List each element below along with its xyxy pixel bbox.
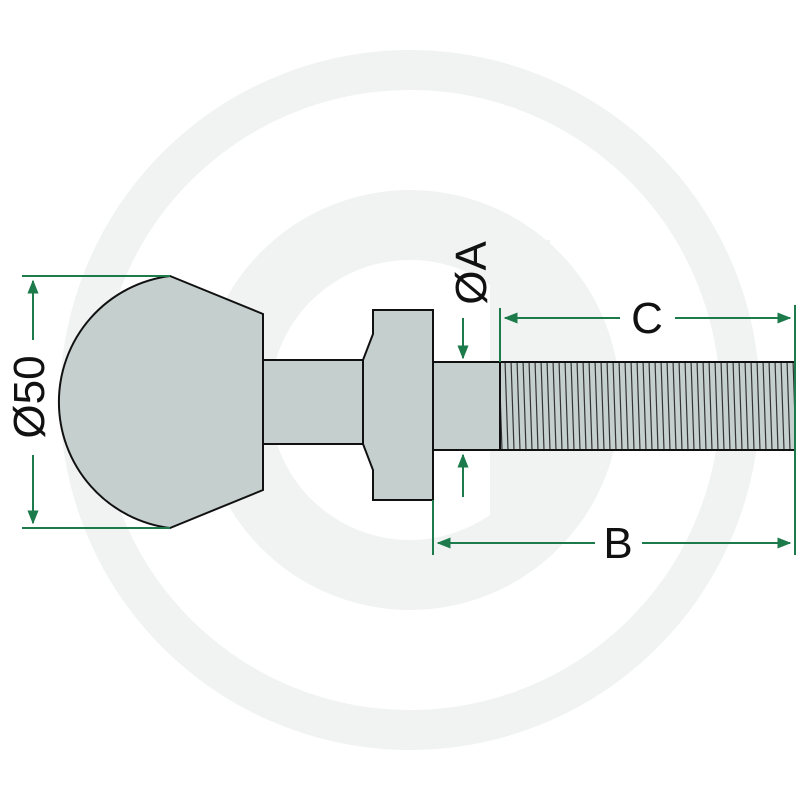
threaded-section [499,361,796,451]
shank [432,361,501,451]
dimension-lines [22,275,796,555]
collar [362,309,434,501]
neck [262,359,364,445]
ball-diameter-label: Ø50 [5,355,54,438]
shank-diameter-label: ØA [447,241,496,305]
ball-stud-part [57,274,796,530]
thread-length-label: C [631,294,663,343]
overall-length-label: B [603,519,632,568]
ball-head [57,274,264,530]
